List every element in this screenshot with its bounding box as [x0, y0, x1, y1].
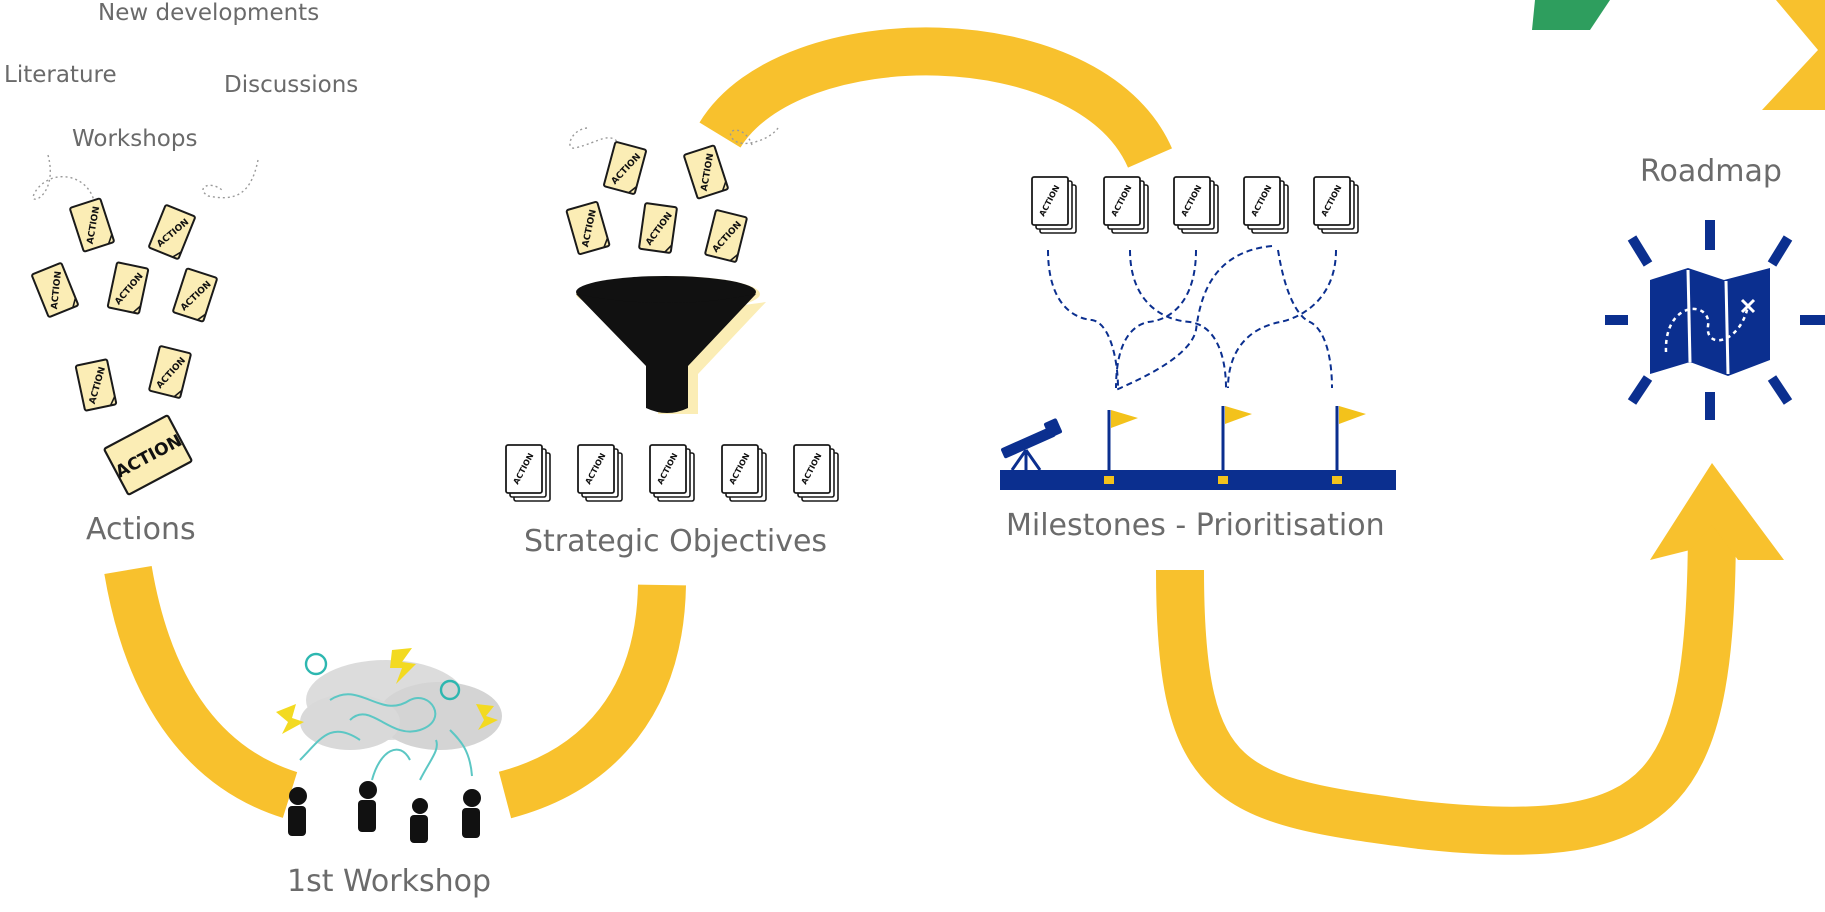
prioritisation-links [1047, 245, 1337, 391]
action-note-icon [106, 261, 150, 315]
action-note-icon [682, 144, 730, 200]
stage-label-roadmap: Roadmap [1640, 154, 1782, 189]
flow-arrow-actions-to-workshop [104, 565, 298, 818]
roadmap-arrowhead [1650, 463, 1784, 560]
action-note-icon [68, 197, 116, 253]
note-stack-icon [649, 444, 695, 502]
note-stack-icon [577, 444, 623, 502]
stage-label-strategic-objectives: Strategic Objectives [524, 524, 828, 559]
action-notes-funnel-input [565, 140, 749, 264]
action-notes-scattered: ACTION [30, 197, 219, 496]
source-discussions: Discussions [224, 72, 359, 98]
flow-arrow-milestones-to-roadmap [1156, 519, 1736, 855]
lightbulb-icon [304, 652, 461, 701]
source-literature: Literature [4, 62, 117, 88]
action-note-icon [602, 140, 648, 196]
action-note-icon [74, 358, 118, 412]
lightning-icon [276, 648, 498, 734]
milestone-note-stacks [1031, 176, 1359, 234]
flag-icon [1218, 406, 1252, 484]
flow-arrow-workshop-to-objectives [498, 584, 686, 819]
action-note-icon [703, 208, 749, 264]
action-note-icon [147, 344, 193, 400]
funnel-icon [576, 276, 766, 414]
folded-map-icon [1605, 220, 1825, 420]
stage-label-milestones: Milestones - Prioritisation [1006, 508, 1385, 543]
action-note-icon [147, 203, 197, 261]
note-stack-icon [1031, 176, 1077, 234]
action-note-icon [637, 201, 679, 255]
brainstorm-group-icon [276, 648, 502, 843]
milestone-timeline [1000, 406, 1396, 490]
objective-note-stacks [505, 444, 839, 502]
corner-decoration [1532, 0, 1825, 110]
note-stack-icon [1313, 176, 1359, 234]
action-note-icon [30, 261, 80, 319]
flag-icon [1104, 410, 1138, 484]
note-stack-icon [721, 444, 767, 502]
flow-arrows [104, 27, 1784, 855]
stage-label-first-workshop: 1st Workshop [287, 864, 492, 899]
note-stack-icon [1103, 176, 1149, 234]
note-stack-icon [1173, 176, 1219, 234]
flow-arrow-objectives-to-milestones [699, 27, 1172, 169]
note-stack-icon [1243, 176, 1289, 234]
stage-label-actions: Actions [86, 512, 196, 547]
source-workshops: Workshops [72, 126, 198, 152]
squiggle-decorations [32, 127, 779, 206]
timeline-bar [1000, 470, 1396, 490]
action-note-icon [171, 267, 219, 323]
action-note-icon [565, 200, 611, 256]
note-stack-icon [505, 444, 551, 502]
source-new-developments: New developments [98, 0, 320, 26]
note-stack-icon [793, 444, 839, 502]
flag-icon [1332, 406, 1366, 484]
telescope-icon [1001, 418, 1063, 471]
